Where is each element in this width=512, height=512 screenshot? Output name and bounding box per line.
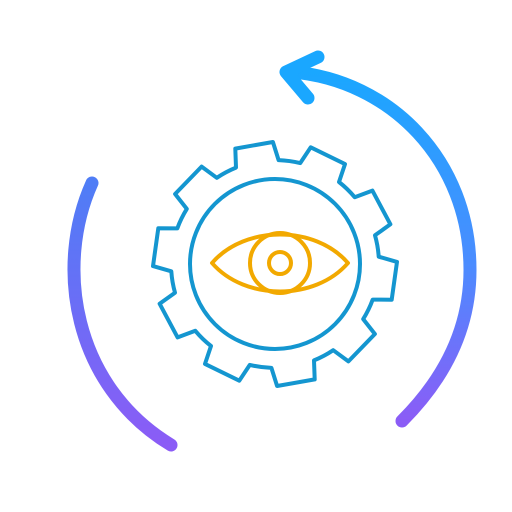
refresh-arrowhead-icon <box>279 50 325 105</box>
refresh-arrow-arc-left <box>67 176 178 452</box>
eye-pupil <box>267 250 293 276</box>
gear-icon <box>151 140 399 388</box>
gear-inner-ring <box>188 177 362 351</box>
refresh-arrow-arc-right <box>285 65 477 428</box>
eye-icon <box>210 231 350 295</box>
eye-iris <box>248 231 312 295</box>
